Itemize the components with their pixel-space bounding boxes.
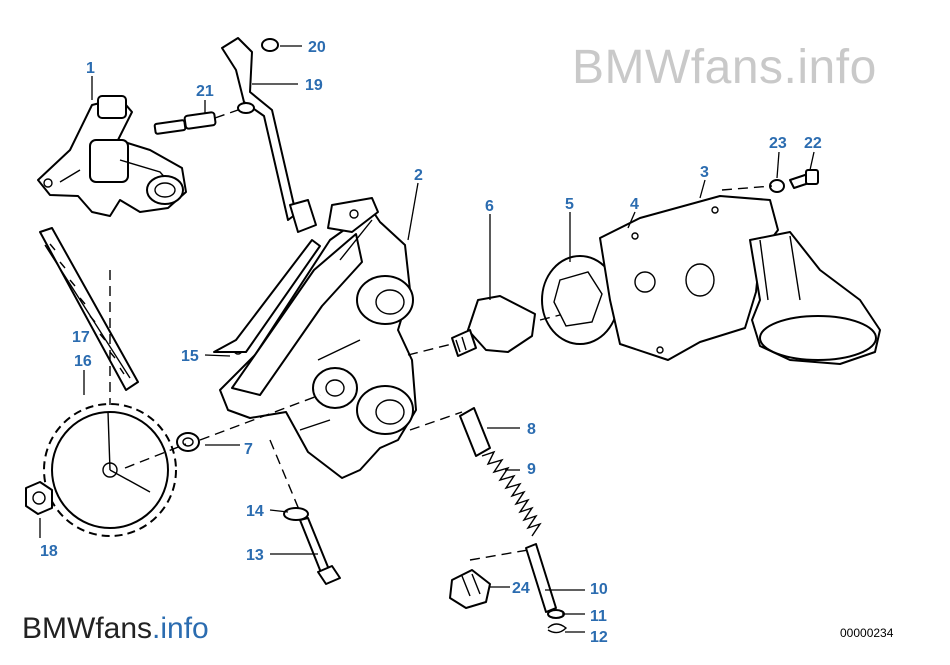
part-22-bolt [789, 169, 819, 189]
callout-23: 23 [769, 135, 787, 152]
callout-20: 20 [308, 39, 326, 56]
watermark-bottom-suffix: .info [152, 612, 209, 645]
part-4-pump-cover [599, 195, 779, 361]
callout-1: 1 [86, 60, 95, 77]
part-2-pump-housing [219, 197, 417, 479]
callout-16: 16 [74, 353, 92, 370]
part-10-pin [525, 543, 557, 613]
part-18-nut [25, 481, 53, 515]
callout-22: 22 [804, 135, 822, 152]
callout-19: 19 [305, 77, 323, 94]
callout-15: 15 [181, 348, 199, 365]
watermark-top: BMWfans.info [572, 40, 877, 95]
part-17-chain [39, 227, 139, 391]
callout-labels: 1 2 3 4 5 6 7 8 9 10 11 12 13 14 15 16 1… [40, 39, 822, 646]
callout-4: 4 [630, 196, 639, 213]
callout-14: 14 [246, 503, 264, 520]
watermark-top-suffix: .info [783, 41, 877, 94]
part-3-strainer [749, 231, 881, 365]
callout-8: 8 [527, 421, 536, 438]
callout-11: 11 [590, 608, 607, 625]
part-23-washer [769, 179, 785, 193]
part-1-drive-bracket [37, 95, 187, 217]
callout-13: 13 [246, 547, 264, 564]
callout-17: 17 [72, 329, 90, 346]
part-14-washer [283, 507, 309, 521]
part-8-piston [459, 407, 491, 457]
part-24-plug [449, 569, 491, 609]
callout-10: 10 [590, 581, 608, 598]
callout-6: 6 [485, 198, 494, 215]
part-12-clip [547, 623, 568, 634]
part-11-washer [547, 609, 565, 619]
part-20-o-ring [261, 38, 279, 52]
callout-18: 18 [40, 543, 58, 560]
part-19-pickup-pipe [221, 37, 317, 233]
part-6-inner-rotor-shaft [451, 295, 536, 357]
part-7-o-ring [176, 432, 200, 452]
callout-7: 7 [244, 441, 253, 458]
part-21-bolt [153, 109, 239, 135]
callout-9: 9 [527, 461, 536, 478]
callout-24: 24 [512, 580, 530, 597]
watermark-bottom: BMWfans.info [22, 612, 209, 646]
callout-2: 2 [414, 167, 423, 184]
part-15-bracket [213, 239, 321, 353]
callout-5: 5 [565, 196, 574, 213]
part-16-sprocket [43, 403, 177, 537]
watermark-top-main: BMWfans [572, 41, 784, 94]
part-13-bolt [299, 517, 341, 585]
callout-12: 12 [590, 629, 608, 646]
assembly-lines [109, 185, 773, 561]
watermark-bottom-main: BMWfans [22, 612, 153, 645]
leader-lines [39, 45, 815, 633]
callout-3: 3 [700, 164, 709, 181]
callout-21: 21 [196, 83, 214, 100]
part-9-spring [481, 450, 542, 537]
drawing-code: 00000234 [840, 626, 894, 640]
